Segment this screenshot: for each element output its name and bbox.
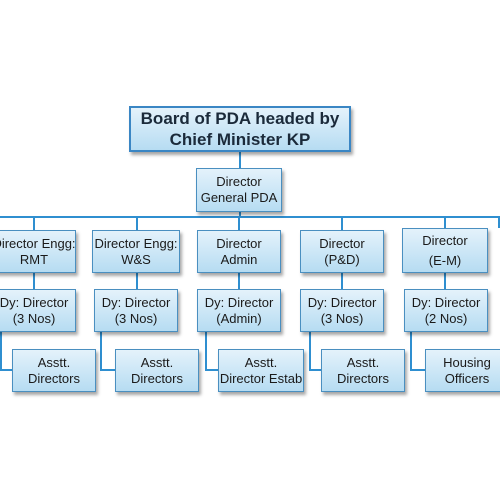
deputy-col1-line2: (3 Nos) [12, 310, 56, 326]
board-title-line1: Board of PDA headed by [140, 109, 340, 128]
connector-dir-dy-col2 [136, 273, 138, 289]
assistant-box-col2: Asstt. Directors [115, 349, 199, 392]
director-col3-line2: Admin [220, 251, 258, 267]
deputy-col1-line1: Dy: Director [0, 294, 69, 310]
deputy-box-col3: Dy: Director (Admin) [197, 289, 281, 332]
deputy-col2-line1: Dy: Director [101, 294, 171, 310]
director-col2-line2: W&S [121, 251, 151, 267]
deputy-box-col4: Dy: Director (3 Nos) [300, 289, 384, 332]
assistant-box-col5: Housing Officers [425, 349, 500, 392]
assistant-col4-line1: Asstt. [346, 354, 380, 370]
director-col4-line2: (P&D) [324, 251, 360, 267]
dg-line2: General PDA [200, 190, 278, 205]
connector-dy-asst-v-col5 [410, 332, 412, 371]
director-box-col1: Director Engg: RMT [0, 230, 76, 273]
assistant-box-col4: Asstt. Directors [321, 349, 405, 392]
deputy-col3-line2: (Admin) [216, 310, 262, 326]
assistant-col3-line2: Director Estab [219, 370, 303, 386]
assistant-box-col3: Asstt. Director Estab [218, 349, 304, 392]
connector-bus [0, 216, 500, 218]
deputy-box-col1: Dy: Director (3 Nos) [0, 289, 76, 332]
deputy-col3-line1: Dy: Director [204, 294, 274, 310]
connector-drop-col2 [136, 216, 138, 230]
connector-drop-col1 [33, 216, 35, 230]
connector-dir-dy-col4 [341, 273, 343, 289]
assistant-col2-line2: Directors [130, 370, 183, 386]
assistant-box-col1: Asstt. Directors [12, 349, 96, 392]
connector-dy-asst-v-col3 [205, 332, 207, 371]
director-general-box: Director General PDA [196, 168, 282, 212]
connector-drop-col4 [341, 216, 343, 230]
dg-line1: Director [216, 174, 262, 189]
connector-dy-asst-h-col3 [205, 369, 218, 371]
connector-dir-dy-col1 [33, 273, 35, 289]
connector-right-stub [498, 216, 500, 228]
connector-dy-asst-v-col1 [0, 332, 2, 371]
connector-dir-dy-col3 [238, 273, 240, 289]
connector-dy-asst-h-col4 [309, 369, 321, 371]
board-title-line2: Chief Minister KP [169, 130, 311, 149]
connector-dg-bus [239, 212, 241, 218]
assistant-col2-line1: Asstt. [140, 354, 174, 370]
assistant-col1-line2: Directors [27, 370, 80, 386]
connector-board-dg [239, 152, 241, 168]
director-box-col2: Director Engg: W&S [92, 230, 180, 273]
connector-dy-asst-v-col4 [309, 332, 311, 371]
deputy-box-col2: Dy: Director (3 Nos) [94, 289, 178, 332]
assistant-col5-line2: Officers [444, 370, 490, 386]
director-col5-line1: Director [422, 232, 468, 248]
director-col2-line1: Director Engg: [94, 235, 178, 251]
deputy-box-col5: Dy: Director (2 Nos) [404, 289, 488, 332]
connector-dy-asst-h-col5 [410, 369, 425, 371]
deputy-col4-line1: Dy: Director [307, 294, 377, 310]
director-col1-line1: Director Engg: [0, 235, 76, 251]
connector-dy-asst-h-col1 [0, 369, 12, 371]
deputy-col2-line2: (3 Nos) [114, 310, 158, 326]
deputy-col4-line2: (3 Nos) [320, 310, 364, 326]
connector-dy-asst-h-col2 [100, 369, 115, 371]
connector-dir-dy-col5 [444, 273, 446, 289]
director-box-col4: Director (P&D) [300, 230, 384, 273]
connector-drop-col5 [444, 216, 446, 230]
director-box-col5: Director (E-M) [402, 228, 488, 273]
assistant-col5-line1: Housing [443, 354, 491, 370]
director-col4-line1: Director [319, 235, 365, 251]
director-col3-line1: Director [216, 235, 262, 251]
deputy-col5-line2: (2 Nos) [424, 310, 468, 326]
connector-drop-col3 [238, 216, 240, 230]
board-box: Board of PDA headed by Chief Minister KP [129, 106, 351, 152]
assistant-col1-line1: Asstt. [37, 354, 71, 370]
assistant-col3-line1: Asstt. [244, 354, 278, 370]
assistant-col4-line2: Directors [336, 370, 389, 386]
director-col5-line2: (E-M) [428, 252, 462, 268]
connector-dy-asst-v-col2 [100, 332, 102, 371]
director-col1-line2: RMT [19, 251, 49, 267]
director-box-col3: Director Admin [197, 230, 281, 273]
deputy-col5-line1: Dy: Director [411, 294, 481, 310]
